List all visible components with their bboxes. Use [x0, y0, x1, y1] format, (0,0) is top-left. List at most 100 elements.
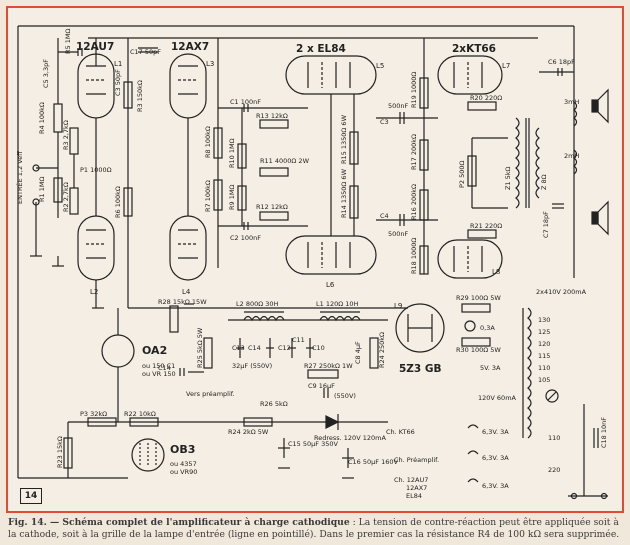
r5-label: R5 1MΩ — [64, 29, 72, 54]
ch-el84-label: EL84 — [406, 492, 422, 500]
tube-oa2 — [101, 308, 135, 422]
tube-l7 — [437, 55, 503, 95]
p2-label: P2 500Ω — [458, 160, 466, 188]
r1-label: R1 1MΩ — [38, 177, 46, 202]
r15-label: R15 1350Ω 6W — [340, 114, 348, 164]
ch-12au7-label: Ch. 12AU7 — [394, 476, 428, 484]
v110-label: 110 — [548, 434, 560, 442]
r3b-label: R3 150kΩ — [136, 80, 144, 112]
tube-l1-type: 12AU7 — [76, 41, 114, 53]
p3-label: P3 32kΩ — [80, 410, 107, 418]
rectifier-type: 5Z3 GB — [399, 363, 442, 375]
r9-label: R9 1MΩ — [228, 185, 236, 210]
z1-label: Z1 5kΩ — [504, 166, 512, 190]
r12-label: R12 12kΩ — [256, 203, 288, 211]
preamp-label: Vers préamplif. — [186, 390, 235, 398]
ob3-alt2: ou VR90 — [170, 468, 197, 476]
v220-label: 220 — [548, 466, 560, 474]
r26-label: R26 5kΩ — [260, 400, 288, 408]
oa2-alt1: ou 150 C1 — [142, 362, 175, 370]
r24-label: R24 2kΩ 5W — [228, 428, 269, 436]
r17-label: R17 200kΩ — [410, 134, 418, 170]
c9-label: C9 16µF — [308, 382, 335, 390]
oa2-label: OA2 — [142, 344, 167, 357]
tube-l9 — [395, 303, 445, 353]
tube-l3-ref: L3 — [206, 60, 214, 68]
tube-l5 — [285, 55, 377, 95]
tube-l3 — [169, 53, 207, 119]
choke-l1-label: L1 120Ω 10H — [316, 300, 359, 308]
mains-transformer — [522, 307, 532, 439]
tube-l1-ref: L1 — [114, 60, 122, 68]
ch-pre-label: Ch. Préamplif. — [394, 456, 439, 464]
r14-label: R14 1350Ω 6W — [340, 168, 348, 218]
tube-l2-ref: L2 — [90, 288, 98, 296]
tube-l9-ref: L9 — [394, 302, 402, 310]
c1-label: C1 100nF — [230, 98, 261, 106]
tube-l6 — [285, 94, 377, 275]
c3-label: C3 50pF — [114, 69, 122, 96]
fuse-label: 0,3A — [480, 324, 495, 332]
tube-l5-ref: L5 — [376, 62, 384, 70]
tube-l5-type: 2 x EL84 — [296, 43, 346, 55]
c9b-label: (550V) — [334, 392, 356, 400]
tube-l4 — [169, 118, 207, 281]
tap-110: 110 — [538, 364, 550, 372]
c6-label: C6 18pF — [548, 58, 575, 66]
r21-label: R21 220Ω — [470, 222, 502, 230]
tube-l8-ref: L8 — [492, 268, 500, 276]
c4-label: C4 — [380, 212, 389, 220]
tap-120: 120 — [538, 340, 550, 348]
r30-label: R30 100Ω 5W — [456, 346, 501, 354]
c14-label: C14 — [248, 344, 261, 352]
ob3-alt1: ou 4357 — [170, 460, 197, 468]
c4b-label: 500nF — [388, 230, 409, 238]
r25-label: R25 5kΩ 5W — [196, 327, 204, 368]
c3c-label: C3 — [380, 118, 389, 126]
tap-115: 115 — [538, 352, 550, 360]
r24b-label: R24 250kΩ — [378, 332, 386, 368]
choke-l1 — [319, 311, 361, 322]
c11-label: C11 — [292, 336, 305, 344]
r4-label: R4 100kΩ — [38, 102, 46, 134]
caption-lead: Fig. 14. — Schéma complet de l'amplifica… — [8, 517, 350, 528]
tube-l6-ref: L6 — [326, 281, 335, 289]
r18-label: R18 1000Ω — [410, 238, 418, 274]
c8-label: C8 4µF — [354, 341, 362, 364]
speaker-tweeter — [591, 88, 609, 124]
c17-label: C17 50pF — [130, 48, 161, 56]
tube-l2 — [77, 118, 115, 308]
figure-number-box: 14 — [20, 488, 42, 504]
r13-label: R13 12kΩ — [256, 112, 288, 120]
c15-label: C15 50µF 350V — [288, 440, 338, 448]
c14b-label: C14 — [158, 364, 171, 372]
tube-l1 — [77, 38, 115, 119]
tap-130: 130 — [538, 316, 550, 324]
r11-label: R11 4000Ω 2W — [260, 157, 310, 165]
r2-label: R2 2,7kΩ — [62, 182, 70, 212]
tube-l8 — [437, 239, 503, 279]
figure-frame — [6, 6, 624, 513]
r3-label: R3 2,7kΩ — [62, 120, 70, 150]
r16-label: R16 200kΩ — [410, 184, 418, 220]
ch-kt66-label: Ch. KT66 — [386, 428, 415, 436]
tube-ob3 — [131, 438, 165, 472]
rectifier-diode — [325, 414, 340, 430]
heater-2-label: 6,3V. 3A — [482, 454, 509, 462]
heater-3-label: 6,3V. 3A — [482, 482, 509, 490]
r22-label: R22 10kΩ — [124, 410, 156, 418]
tube-l7-type: 2xKT66 — [452, 43, 496, 55]
r10-label: R10 1MΩ — [228, 138, 236, 168]
tr-top-label: 2x410V 200mA — [536, 288, 587, 296]
redress-label: Redress. 120V 120mA — [314, 434, 386, 442]
tube-l7-ref: L7 — [502, 62, 510, 70]
choke-l2-label: L2 800Ω 30H — [236, 300, 279, 308]
v120-label: 120V 60mA — [478, 394, 517, 402]
c2-label: C2 100nF — [230, 234, 261, 242]
r27-label: R27 250kΩ 1W — [304, 362, 353, 370]
r6-label: R6 100kΩ — [114, 186, 122, 218]
hp1-label: 3mH — [564, 98, 579, 106]
r28-label: R28 15kΩ 15W — [158, 298, 207, 306]
r20-label: R20 220Ω — [470, 94, 502, 102]
ob3-label: OB3 — [170, 443, 195, 456]
